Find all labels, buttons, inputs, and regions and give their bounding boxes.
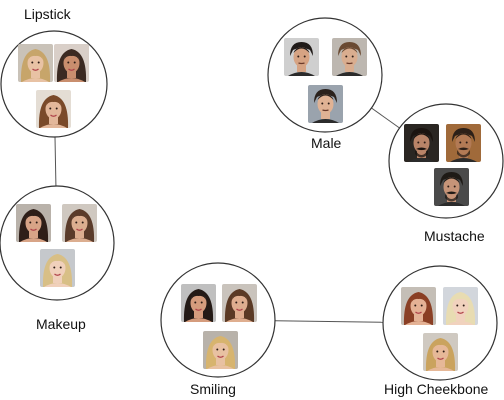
edge-male-mustache — [371, 107, 400, 129]
cluster-label-lipstick: Lipstick — [24, 6, 71, 22]
man-dark-hair-face-icon — [284, 38, 319, 76]
man-brown-hair-face-icon — [332, 38, 367, 76]
woman-blonde-face-icon — [423, 333, 458, 371]
woman-auburn-face-icon — [401, 287, 436, 325]
cluster-label-makeup: Makeup — [36, 316, 86, 332]
woman-dark-hair-face-icon — [16, 204, 51, 242]
woman-smiling-face-icon — [181, 284, 216, 322]
cluster-label-smiling: Smiling — [190, 381, 236, 397]
cluster-label-high-cheekbone: High Cheekbone — [384, 381, 489, 397]
edges-layer — [54, 107, 400, 323]
man-dark-hair-face-icon — [308, 85, 343, 123]
woman-auburn-face-icon — [36, 90, 71, 128]
woman-blonde-face-icon — [18, 44, 53, 82]
edge-lipstick-makeup — [54, 136, 57, 187]
woman-brunette-face-icon — [54, 44, 89, 82]
woman-platinum-face-icon — [443, 287, 478, 325]
man-mustache-face-icon — [404, 124, 439, 162]
cluster-label-mustache: Mustache — [424, 228, 485, 244]
man-mustache-face-icon — [446, 124, 481, 162]
woman-smiling-face-icon — [203, 331, 238, 369]
woman-smiling-face-icon — [222, 284, 257, 322]
man-mustache-face-icon — [434, 168, 469, 206]
woman-brown-hair-face-icon — [62, 204, 97, 242]
woman-blonde-face-icon — [40, 249, 75, 287]
edge-smiling-high-cheekbone — [274, 320, 384, 323]
cluster-label-male: Male — [311, 135, 342, 151]
